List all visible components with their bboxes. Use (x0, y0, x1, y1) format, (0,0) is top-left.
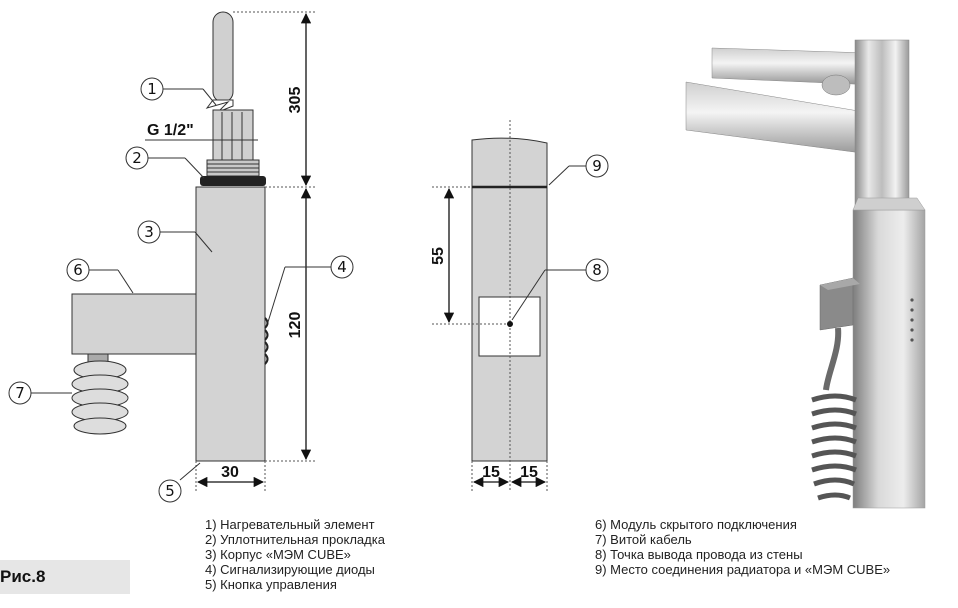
wire-outlet-point (507, 321, 513, 327)
radiator-upright (854, 39, 910, 211)
svg-text:3: 3 (144, 223, 154, 241)
svg-text:2: 2 (132, 149, 142, 167)
callout-5: 5 (158, 462, 201, 503)
callout-1: 1 (140, 77, 217, 106)
legend-left: 1) Нагревательный элемент 2) Уплотнитель… (205, 517, 385, 592)
dim-half-right: 15 (520, 464, 538, 481)
callout-6: 6 (66, 258, 134, 294)
dim-half-left: 15 (482, 464, 500, 481)
callout-9: 9 (548, 154, 609, 186)
svg-text:7: 7 (15, 384, 25, 402)
svg-text:4: 4 (337, 258, 347, 276)
dim-height-top: 305 (287, 87, 304, 114)
gasket (200, 176, 266, 186)
heating-element-base (212, 109, 254, 161)
dim-offset-55: 55 (430, 247, 447, 265)
legend-item-8: 8) Точка вывода провода из стены (595, 547, 803, 562)
legend-item-4: 4) Сигнализирующие диоды (205, 562, 375, 577)
dim-height-body: 120 (287, 312, 304, 339)
thread-label: G 1/2" (147, 122, 194, 139)
svg-text:6: 6 (73, 261, 83, 279)
svg-text:1: 1 (147, 80, 157, 98)
led-dots (910, 298, 914, 342)
callout-2: 2 (125, 146, 205, 179)
legend-right: 6) Модуль скрытого подключения 7) Витой … (595, 517, 890, 577)
coiled-cable-render (811, 393, 857, 501)
legend-item-7: 7) Витой кабель (595, 532, 692, 547)
callout-3: 3 (137, 220, 213, 253)
legend-item-3: 3) Корпус «МЭМ CUBE» (205, 547, 351, 562)
legend-item-5: 5) Кнопка управления (205, 577, 337, 592)
svg-text:9: 9 (592, 157, 602, 175)
svg-text:8: 8 (592, 261, 602, 279)
legend-item-6: 6) Модуль скрытого подключения (595, 517, 797, 532)
dim-width-body: 30 (221, 464, 239, 481)
figure-label-box: Рис.8 (0, 560, 130, 594)
legend-item-2: 2) Уплотнительная прокладка (205, 532, 385, 547)
heating-element-rod (212, 11, 234, 103)
product-render (685, 39, 926, 509)
callout-8: 8 (511, 258, 609, 321)
callout-4: 4 (267, 255, 354, 323)
side-view-drawing: G 1/2" 305 120 30 1 2 3 (8, 11, 354, 503)
callout-7: 7 (8, 381, 72, 405)
hidden-connection-module (71, 293, 197, 355)
cube-body-render (852, 209, 926, 509)
front-view-drawing: 55 15 15 8 9 (430, 120, 609, 492)
svg-text:5: 5 (165, 482, 175, 500)
legend-item-9: 9) Место соединения радиатора и «МЭМ CUB… (595, 562, 891, 577)
legend-item-1: 1) Нагревательный элемент (205, 517, 375, 532)
figure-label: Рис.8 (0, 567, 46, 586)
cube-body (195, 186, 266, 462)
signal-leds (264, 317, 269, 365)
coiled-cable (71, 360, 129, 435)
